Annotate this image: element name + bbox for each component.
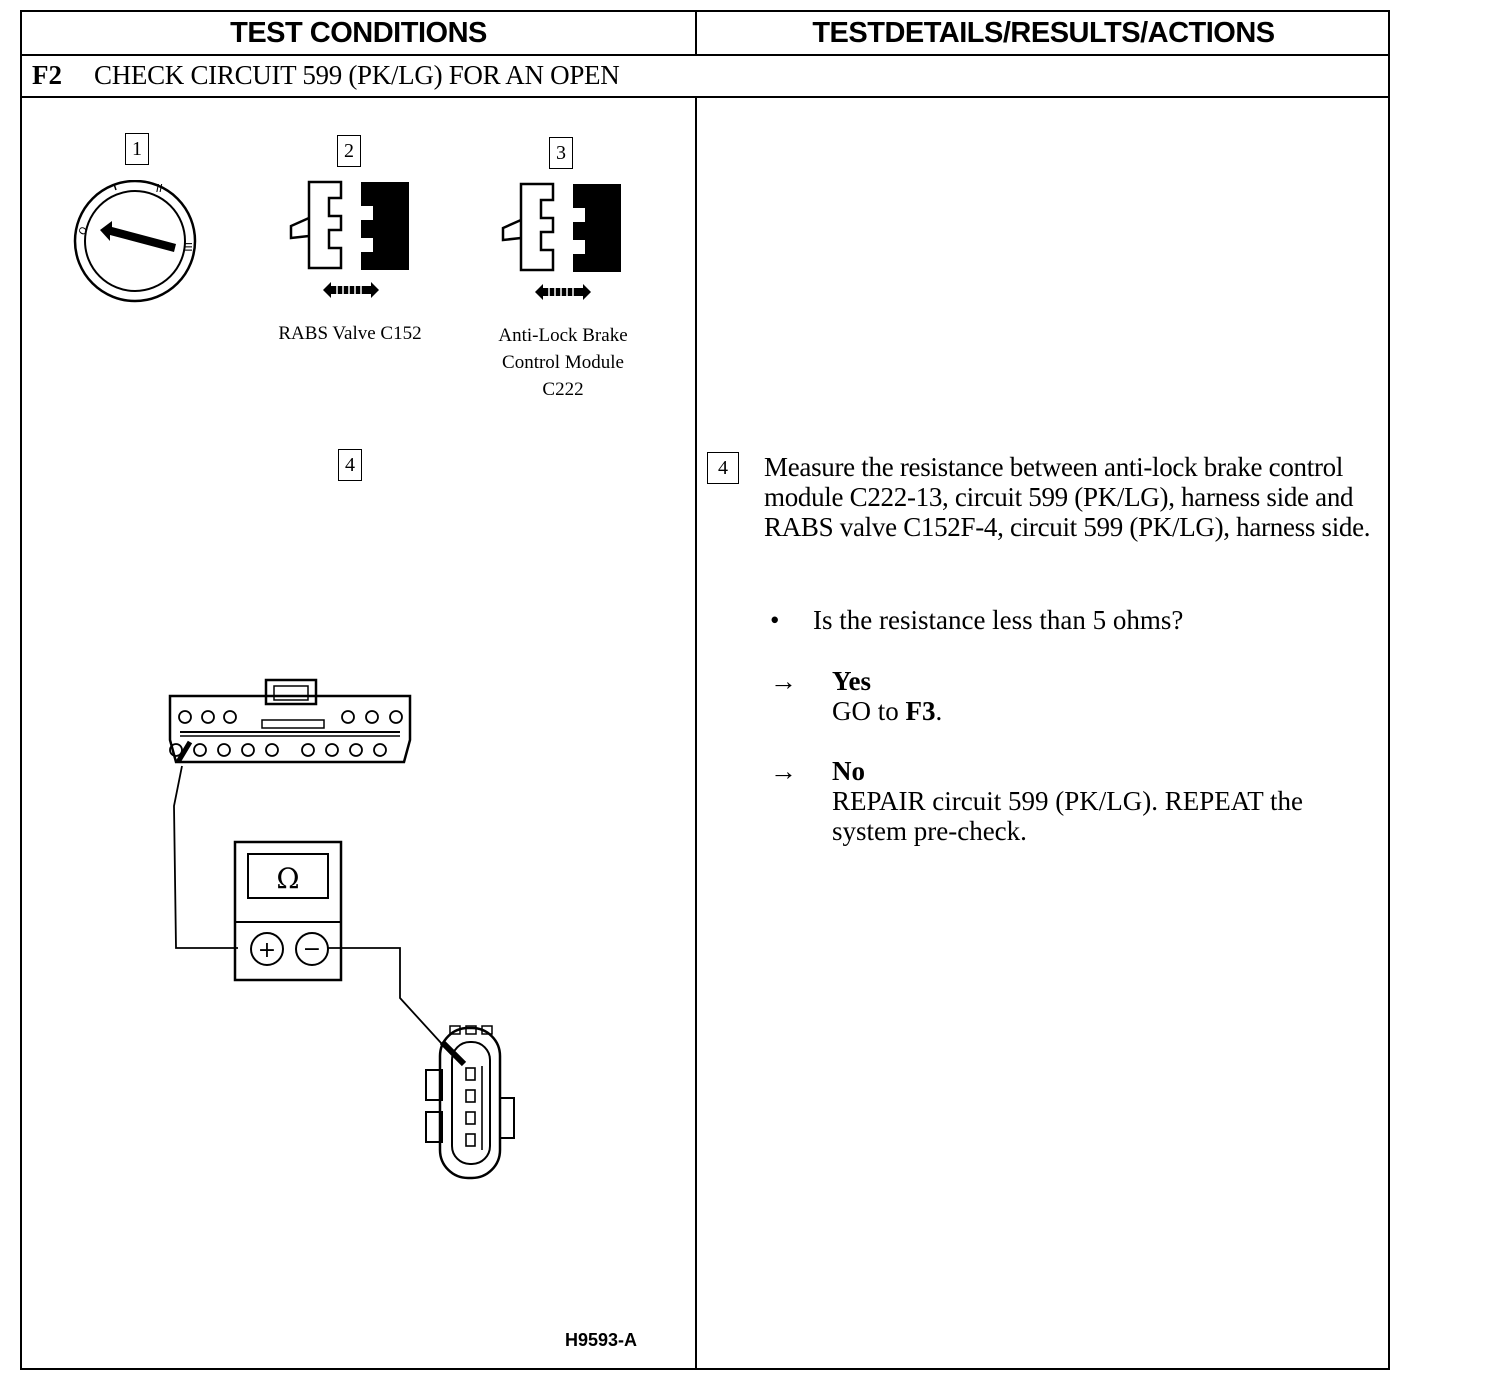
step-id: F2: [32, 60, 62, 90]
no-label: No: [832, 756, 865, 786]
disconnect-connector-icon: [501, 182, 621, 300]
header-test-conditions: TEST CONDITIONS: [230, 16, 487, 49]
disconnect-connector-icon: [289, 180, 409, 298]
header-row: TEST CONDITIONS TESTDETAILS/RESULTS/ACTI…: [22, 12, 1388, 56]
arrow-icon: →: [770, 666, 797, 696]
yes-action-suffix: .: [935, 696, 943, 726]
plus-terminal: +: [258, 938, 276, 963]
svg-text:III: III: [181, 242, 194, 252]
step-title-row: F2 CHECK CIRCUIT 599 (PK/LG) FOR AN OPEN: [22, 56, 1388, 98]
callout-3: 3: [549, 137, 573, 169]
no-action: REPAIR circuit 599 (PK/LG). REPEAT the s…: [832, 786, 1303, 846]
caption-abs-module-line: Control Module: [502, 352, 624, 373]
bullet: •: [770, 605, 780, 635]
step-title: CHECK CIRCUIT 599 (PK/LG) FOR AN OPEN: [94, 60, 620, 90]
ohm-symbol: Ω: [276, 862, 299, 895]
callout-4: 4: [338, 449, 362, 481]
details-step-ref: 4: [707, 452, 739, 484]
figure-code: H9593-A: [565, 1330, 638, 1350]
ignition-switch-icon: O II III: [73, 180, 197, 303]
caption-abs-module-line: C222: [542, 379, 584, 400]
caption-abs-module-line: Anti-Lock Brake: [498, 325, 628, 346]
callout-2: 2: [337, 135, 361, 167]
minus-terminal: −: [303, 937, 321, 962]
svg-text:O: O: [77, 225, 91, 237]
yes-action-target: F3: [905, 696, 936, 726]
column-divider: [695, 12, 697, 1368]
question-text: Is the resistance less than 5 ohms?: [813, 605, 1184, 635]
caption-abs-module: Anti-Lock Brake Control Module C222: [468, 322, 658, 403]
test-instruction: Measure the resistance between anti-lock…: [764, 452, 1371, 542]
arrow-icon: →: [770, 756, 797, 786]
header-test-details: TESTDETAILS/RESULTS/ACTIONS: [812, 16, 1275, 49]
svg-text:II: II: [156, 182, 163, 195]
yes-label: Yes: [832, 666, 871, 696]
ohmmeter-wiring-diagram: Ω + −: [168, 678, 515, 1180]
yes-action-prefix: GO to: [832, 696, 906, 726]
yes-action: GO to F3.: [832, 696, 1392, 726]
test-procedure-table: TEST CONDITIONS TESTDETAILS/RESULTS/ACTI…: [20, 10, 1390, 1370]
caption-rabs-valve: RABS Valve C152: [278, 323, 422, 344]
callout-1: 1: [125, 133, 149, 165]
